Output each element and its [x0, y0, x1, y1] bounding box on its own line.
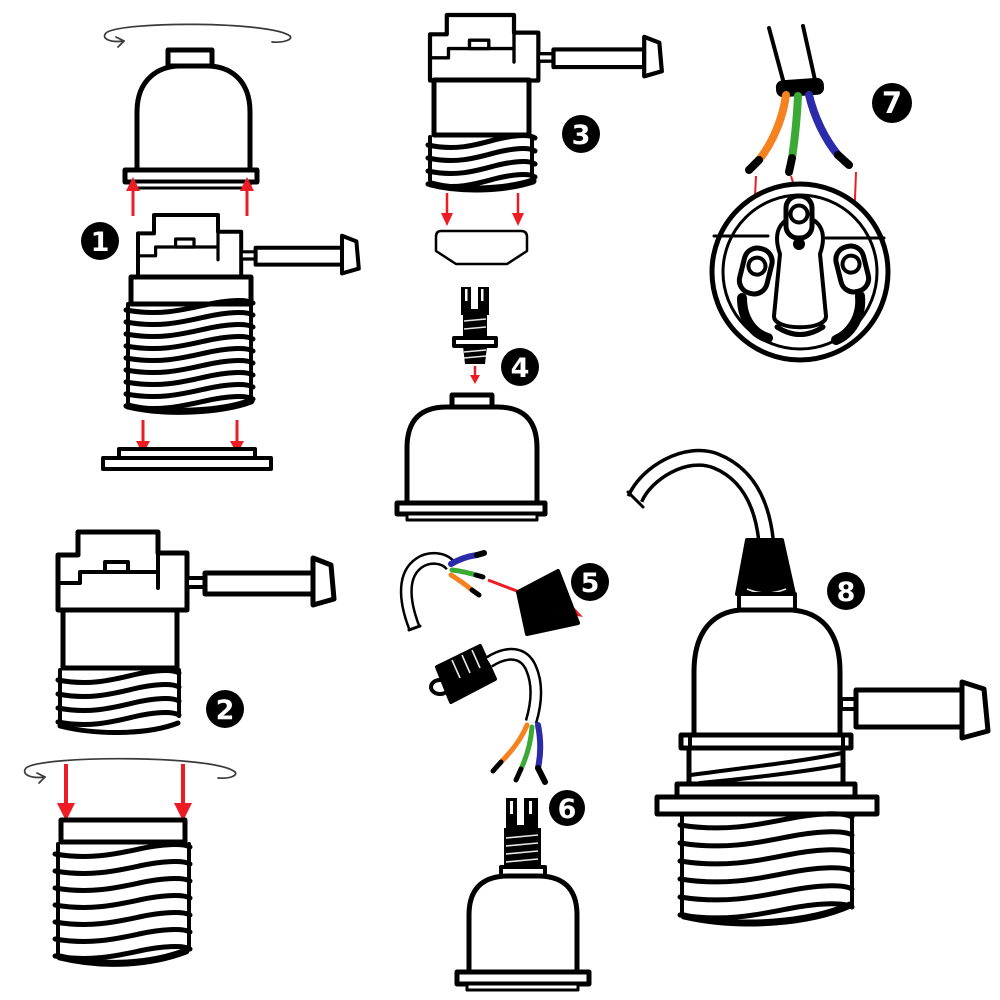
- cord-grip-in-cap: [499, 796, 547, 880]
- step-number: 2: [216, 695, 235, 726]
- socket-threads: [58, 668, 179, 735]
- terminal-screw: [839, 679, 991, 741]
- dome-cap: [394, 392, 548, 522]
- assemble-down-arrows: [441, 193, 524, 226]
- cable-with-wires: [745, 24, 853, 176]
- stripped-cable: [399, 550, 487, 632]
- rotate-arrow-icon: [103, 23, 292, 48]
- shade-threads: [680, 814, 852, 927]
- terminal-left: [736, 245, 775, 297]
- step-1: 1: [81, 23, 359, 471]
- dome-cap: [691, 607, 843, 740]
- socket-threads: [428, 136, 535, 193]
- cord-grip-cone: [516, 569, 580, 636]
- step-badge: 5: [571, 563, 609, 601]
- step-8: 8: [626, 448, 991, 927]
- cord-grip-cone: [735, 538, 796, 596]
- step-badge: 3: [562, 115, 600, 153]
- step-number: 3: [572, 120, 591, 151]
- threaded-sleeve: [55, 817, 190, 967]
- socket-neck: [431, 77, 532, 138]
- socket-threads: [126, 301, 253, 415]
- assemble-down-arrow: [470, 366, 480, 384]
- dome-cap: [454, 873, 592, 992]
- dome-cap: [122, 47, 260, 190]
- socket-head: [138, 215, 359, 277]
- step-badge: 8: [827, 572, 865, 610]
- assemble-down-arrows: [57, 764, 192, 821]
- step-badge: 6: [549, 790, 585, 826]
- step-number: 1: [91, 227, 110, 258]
- step-3: 3: [428, 15, 662, 266]
- cord-grip-terminal: [452, 285, 498, 364]
- step-badge: 7: [872, 83, 912, 123]
- step-4: 4: [394, 285, 548, 522]
- step-number: 4: [511, 353, 530, 384]
- step-6: 6: [454, 790, 592, 992]
- socket-neck: [60, 607, 180, 671]
- step-2: 2: [23, 532, 334, 967]
- cable-through-cord-grip: [429, 644, 548, 785]
- step-number: 6: [558, 794, 577, 825]
- step-number: 8: [837, 577, 856, 608]
- step-badge: 2: [206, 690, 244, 728]
- rubber-gasket: [434, 229, 529, 266]
- step-5: 5: [399, 550, 609, 785]
- socket-terminal-view: [709, 181, 891, 363]
- socket-head: [430, 15, 662, 81]
- base-plate: [101, 447, 273, 471]
- terminal-right: [833, 243, 872, 295]
- step-number: 7: [882, 86, 902, 120]
- rotate-arrow-icon: [23, 757, 237, 784]
- terminal-top: [783, 193, 815, 241]
- step-badge: 1: [81, 222, 119, 260]
- pendant-cable: [626, 448, 775, 542]
- socket-head: [58, 532, 334, 610]
- skirt-rings: [654, 732, 880, 817]
- step-badge: 4: [501, 348, 539, 386]
- assemble-up-arrows: [126, 177, 254, 216]
- step-7: 7: [709, 24, 912, 363]
- step-number: 5: [581, 568, 600, 599]
